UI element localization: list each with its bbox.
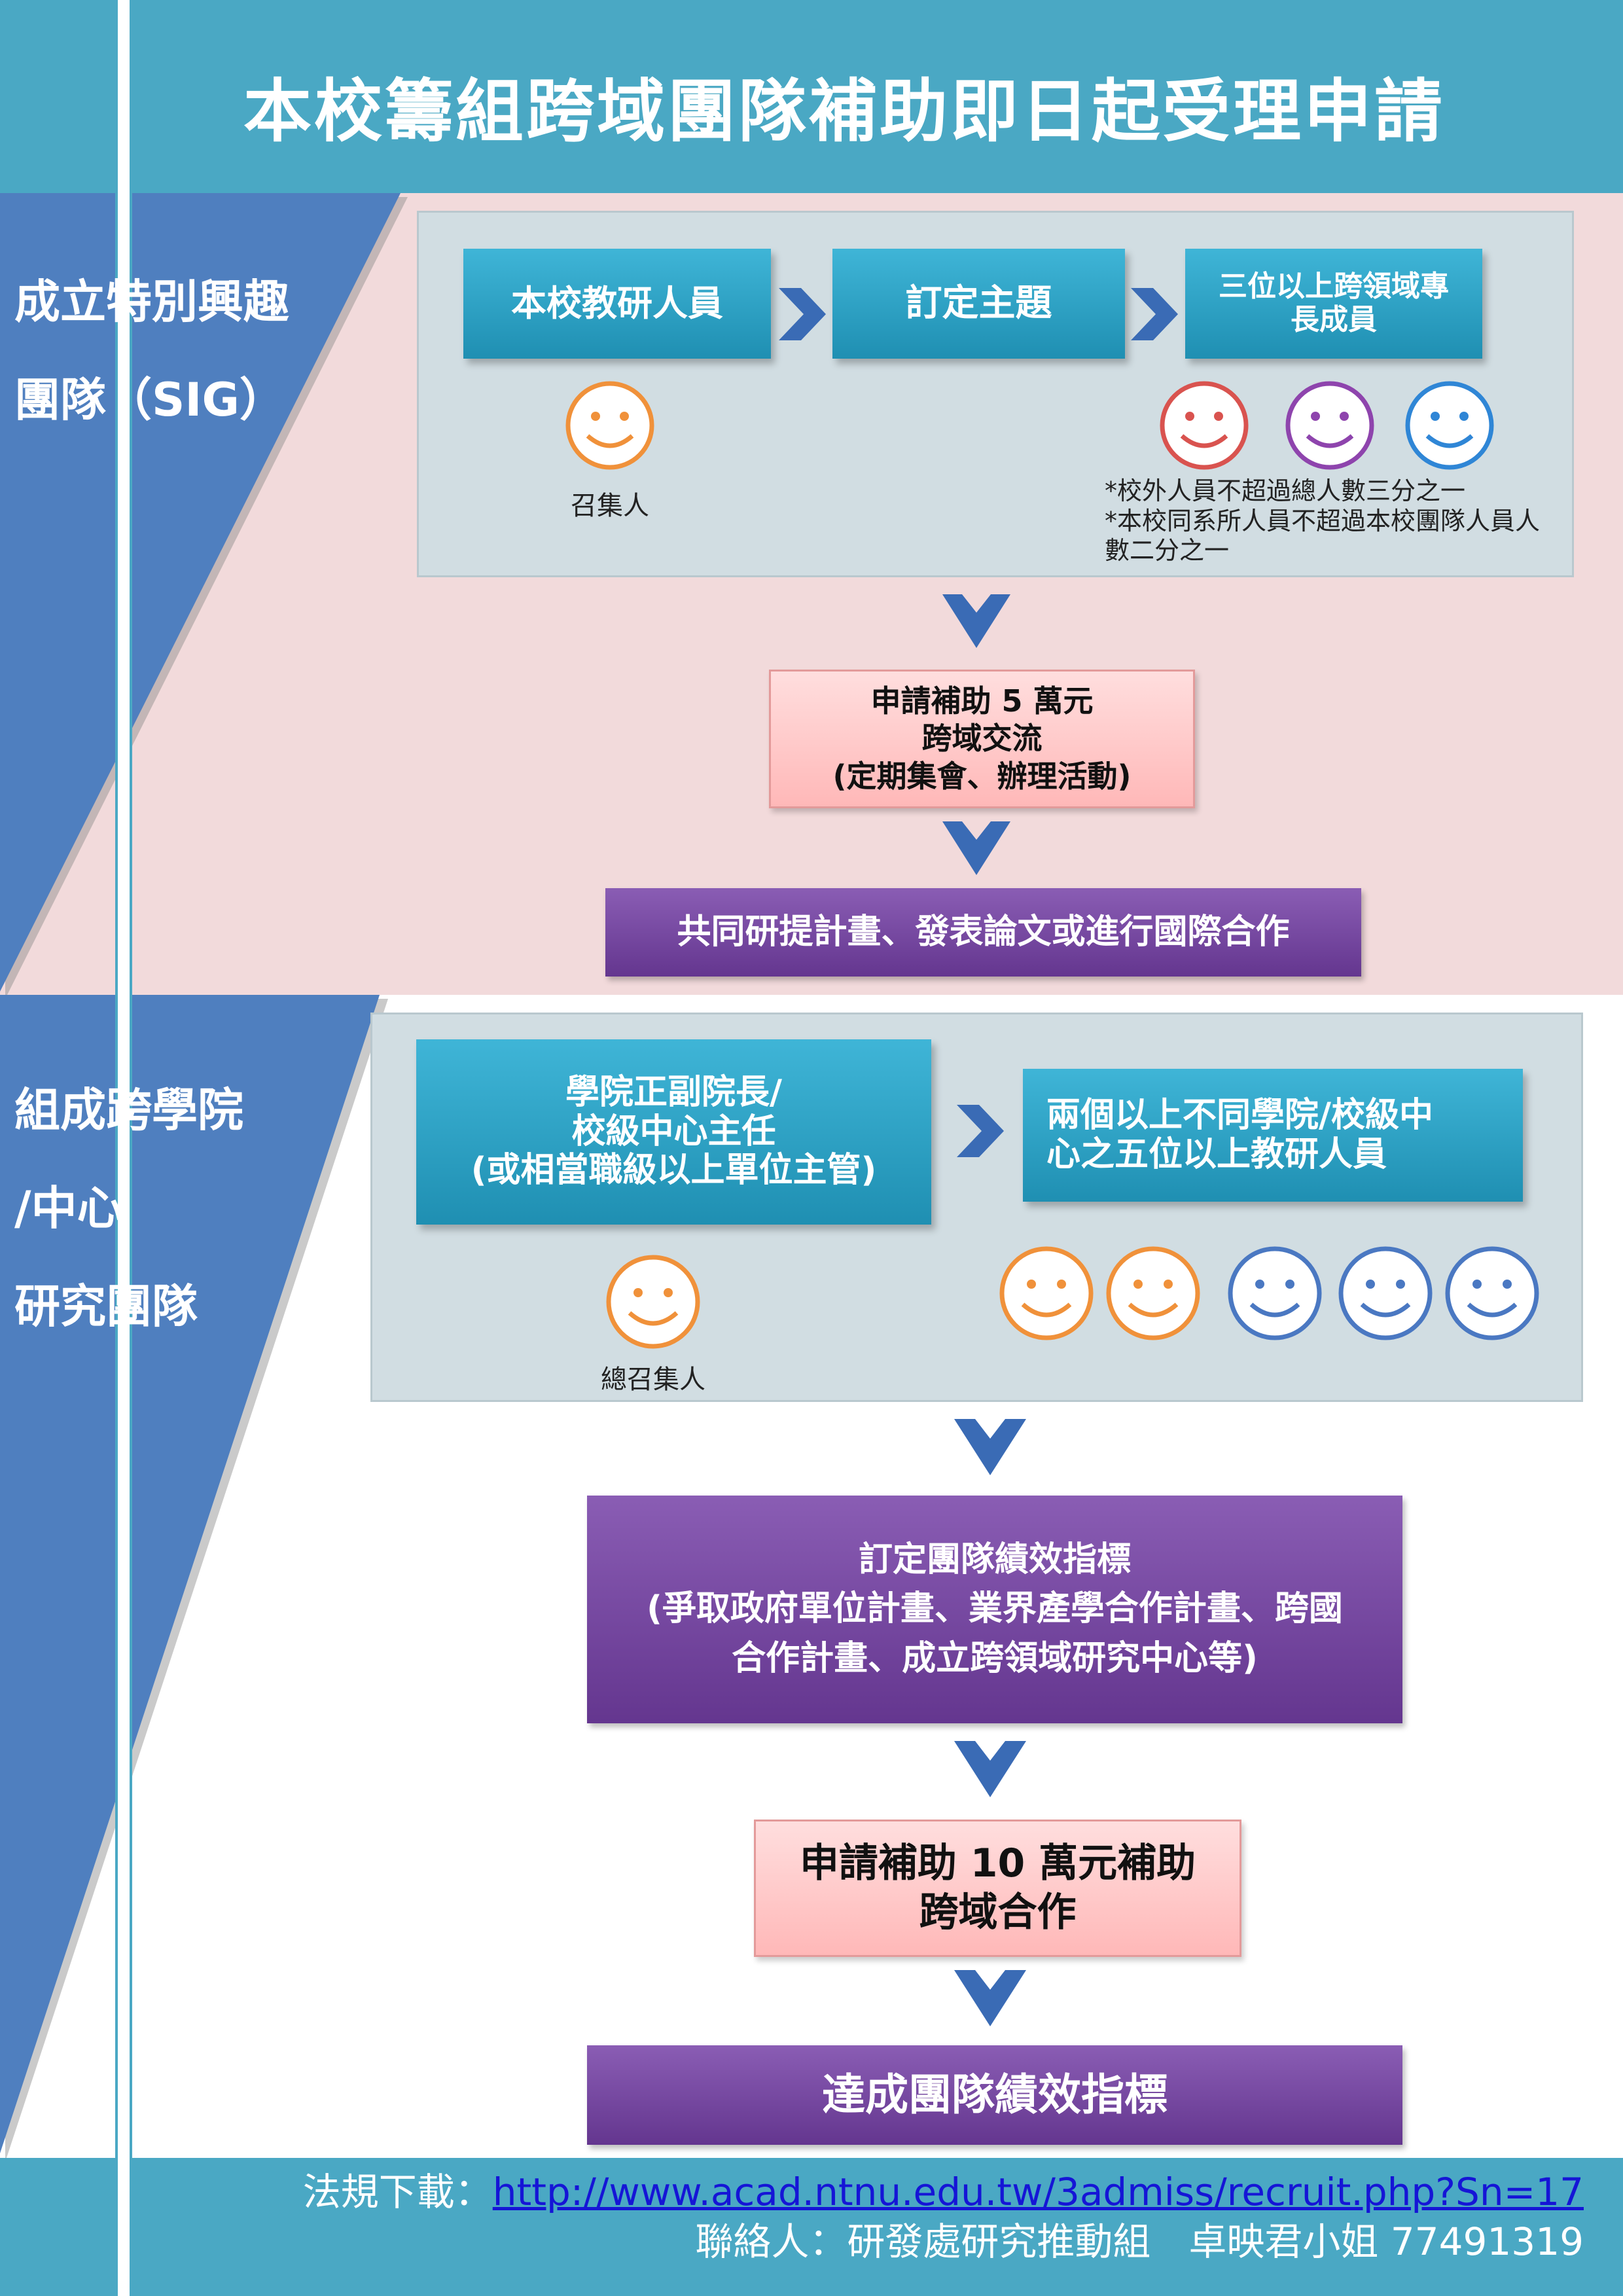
smiley-face-icon: [1338, 1246, 1433, 1340]
section2-title-line2: /中心: [14, 1181, 123, 1235]
box-faculty: 本校教研人員: [463, 249, 771, 359]
box-college-leaders: 學院正副院長/ 校級中心主任 (或相當職級以上單位主管): [416, 1039, 931, 1225]
kpi-detail-line2: 合作計畫、成立跨領域研究中心等): [732, 1638, 1258, 1678]
download-link[interactable]: http://www.acad.ntnu.edu.tw/3admiss/recr…: [492, 2170, 1584, 2214]
smiley-face-icon: [1285, 381, 1374, 470]
five-faculty-line1: 兩個以上不同學院/校級中: [1046, 1095, 1433, 1135]
kpi-detail-line1: (爭取政府單位計畫、業界產學合作計畫、跨國: [647, 1589, 1343, 1629]
convener-label: 召集人: [571, 491, 649, 521]
smiley-face-icon: [1405, 381, 1494, 470]
section2-title-line3: 研究團隊: [14, 1280, 198, 1333]
box-five-faculty: 兩個以上不同學院/校級中 心之五位以上教研人員: [1023, 1069, 1523, 1202]
vertical-divider-edge: [115, 0, 118, 2296]
download-label: 法規下載：: [302, 2170, 493, 2214]
grant-10-purpose: 跨域合作: [919, 1890, 1077, 1935]
leaders-line3: (或相當職級以上單位主管): [471, 1151, 877, 1191]
grant-5-box: 申請補助 5 萬元 跨域交流 (定期集會、辦理活動): [769, 670, 1195, 808]
grant-5-detail: (定期集會、辦理活動): [832, 758, 1132, 794]
vertical-divider: [115, 0, 132, 2296]
grant-5-purpose: 跨域交流: [921, 721, 1043, 757]
section2-title-line1: 組成跨學院: [14, 1083, 243, 1137]
chief-convener-label: 總召集人: [601, 1365, 705, 1395]
kpi-box: 訂定團隊績效指標 (爭取政府單位計畫、業界產學合作計畫、跨國 合作計畫、成立跨領…: [587, 1496, 1402, 1723]
smiley-face-icon: [1106, 1246, 1200, 1340]
section1-title-line1: 成立特別興趣: [14, 275, 289, 329]
smiley-face-icon: [565, 381, 654, 470]
chevron-down-icon: [954, 1970, 1026, 2026]
smiley-face-icon: [999, 1246, 1094, 1340]
section1-title-line2: 團隊（SIG）: [14, 373, 285, 427]
footer-contact: 聯絡人：研發處研究推動組 卓映君小姐 77491319: [695, 2219, 1584, 2264]
chevron-down-icon: [954, 1741, 1026, 1797]
smiley-face-icon: [1445, 1246, 1539, 1340]
note-same-department: *本校同系所人員不超過本校團隊人員人數二分之一: [1105, 506, 1541, 565]
kpi-title: 訂定團隊績效指標: [858, 1539, 1131, 1579]
sig-outcome-box: 共同研提計畫、發表論文或進行國際合作: [605, 888, 1361, 977]
chevron-down-icon: [954, 1419, 1026, 1475]
footer-download: 法規下載：http://www.acad.ntnu.edu.tw/3admiss…: [303, 2161, 1584, 2216]
box-topic: 訂定主題: [832, 249, 1125, 359]
chevron-down-icon: [942, 594, 1010, 648]
grant-10-amount: 申請補助 10 萬元補助: [799, 1840, 1196, 1886]
chevron-right-icon: [779, 288, 826, 340]
box-three-members: 三位以上跨領域專長成員: [1185, 249, 1482, 359]
grant-10-box: 申請補助 10 萬元補助 跨域合作: [754, 1820, 1241, 1957]
chevron-right-icon: [1131, 288, 1178, 340]
smiley-face-icon: [606, 1255, 700, 1349]
chevron-down-icon: [942, 821, 1010, 875]
grant-5-amount: 申請補助 5 萬元: [870, 683, 1094, 719]
note-outside-members: *校外人員不超過總人數三分之一: [1105, 476, 1466, 505]
page-title-text: 本校籌組跨域團隊補助即日起受理申請: [243, 71, 1445, 151]
footer-cover: [131, 2158, 1623, 2296]
header-cover: [131, 0, 1623, 193]
leaders-line1: 學院正副院長/: [565, 1072, 782, 1112]
member-notes: *校外人員不超過總人數三分之一 *本校同系所人員不超過本校團隊人員人數二分之一: [1105, 476, 1563, 566]
leaders-line2: 校級中心主任: [571, 1111, 776, 1151]
vertical-divider-edge: [130, 0, 132, 2296]
smiley-face-icon: [1228, 1246, 1322, 1340]
chevron-right-icon: [957, 1105, 1004, 1157]
five-faculty-line2: 心之五位以上教研人員: [1046, 1134, 1387, 1174]
smiley-face-icon: [1160, 381, 1249, 470]
team-outcome-box: 達成團隊績效指標: [587, 2045, 1402, 2145]
